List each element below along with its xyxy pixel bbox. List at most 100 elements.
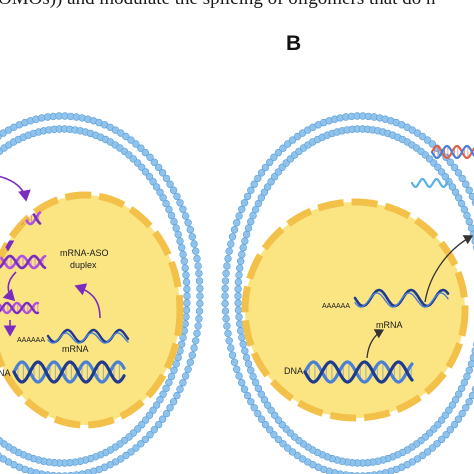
lipid-head — [437, 168, 446, 176]
lipid-head — [176, 199, 184, 207]
lipid-head — [72, 471, 80, 474]
lipid-head — [418, 451, 427, 460]
lipid-head — [141, 435, 150, 444]
helix-strand — [0, 254, 47, 270]
lipid-head — [261, 420, 270, 429]
lipid-head — [261, 163, 270, 172]
lipid-head — [266, 426, 274, 434]
lipid-head — [174, 230, 182, 239]
lipid-head — [192, 247, 200, 255]
arrow-icon — [366, 329, 385, 359]
lipid-head — [224, 329, 232, 338]
lipid-head — [221, 284, 229, 293]
lipid-head — [178, 340, 186, 348]
right-cell: AAAAAA mRNA DNA — [221, 112, 474, 474]
helix-strand — [303, 360, 414, 384]
lipid-head — [158, 169, 167, 177]
lipid-head — [244, 224, 253, 232]
lipid-head — [448, 401, 457, 409]
lipid-head — [221, 292, 229, 300]
lipid-head — [234, 278, 243, 286]
lipid-head — [194, 262, 202, 270]
lipid-head — [445, 406, 453, 414]
lipid-head — [270, 431, 278, 439]
left-polya-label: AAAAAA — [17, 337, 45, 344]
lipid-head — [222, 269, 230, 278]
lipid-head — [247, 366, 255, 374]
lipid-head — [469, 353, 474, 362]
right-polya-label: AAAAAA — [322, 303, 350, 310]
free-aso-duplex — [430, 144, 474, 160]
lipid-head — [257, 169, 266, 177]
lipid-head — [196, 299, 204, 308]
left-mrna-label: mRNA — [62, 344, 89, 354]
lipid-head — [450, 420, 459, 429]
lipid-head — [154, 420, 163, 429]
dna-double-helix — [303, 360, 414, 384]
lipid-head — [154, 163, 163, 172]
lipid-head — [146, 431, 154, 439]
lipid-head — [460, 378, 469, 387]
lipid-head — [254, 199, 263, 208]
free-aso-single — [410, 178, 450, 188]
lipid-head — [240, 199, 249, 207]
lipid-head — [122, 451, 130, 460]
helix-strand — [12, 360, 126, 384]
lipid-head — [254, 384, 263, 393]
lipid-head — [222, 314, 230, 323]
lipid-head — [235, 271, 243, 279]
lipid-head — [162, 174, 171, 183]
lipid-head — [465, 186, 473, 194]
lipid-head — [162, 199, 170, 208]
lipid-head — [293, 132, 302, 141]
lipid-head — [193, 254, 201, 263]
lipid-head — [243, 192, 252, 201]
lipid-head — [428, 444, 436, 452]
lipid-head — [237, 257, 245, 265]
lipid-head — [227, 344, 235, 352]
lipid-head — [257, 194, 265, 202]
lipid-head — [463, 211, 471, 220]
lipid-head — [228, 351, 237, 359]
dna-double-helix — [12, 360, 126, 384]
lipid-head — [376, 470, 384, 474]
lipid-head — [458, 174, 466, 183]
lipid-head — [221, 277, 230, 285]
lipid-head — [266, 158, 274, 166]
lipid-head — [196, 292, 204, 300]
helix-strand — [410, 178, 450, 188]
lipid-head — [44, 471, 52, 474]
lipid-head — [184, 219, 192, 227]
lipid-head — [457, 199, 466, 208]
lipid-head — [166, 404, 174, 412]
lipid-head — [156, 188, 164, 197]
lipid-head — [38, 470, 46, 474]
lipid-head — [0, 455, 7, 463]
lipid-head — [293, 451, 302, 460]
lipid-head — [462, 404, 470, 412]
lipid-head — [465, 398, 473, 406]
left-cell: mRNA-ASO duplex AAAAAA mRNA NA — [0, 112, 204, 474]
lipid-head — [451, 396, 460, 404]
lipid-head — [170, 218, 178, 226]
lipid-head — [0, 452, 2, 459]
lipid-head — [236, 264, 244, 272]
lipid-head — [250, 404, 258, 412]
lipid-head — [225, 247, 233, 255]
lipid-head — [260, 396, 269, 404]
lipid-head — [455, 390, 463, 398]
lipid-head — [288, 448, 297, 456]
helix-strand — [47, 332, 129, 344]
lipid-head — [235, 212, 243, 220]
lipid-head — [342, 471, 350, 474]
lipid-head — [132, 444, 140, 452]
lipid-head — [162, 409, 171, 418]
lipid-head — [274, 435, 283, 444]
lipid-head — [194, 322, 202, 330]
helix-strand — [430, 144, 474, 160]
right-cell-membrane — [221, 112, 474, 474]
lipid-head — [238, 250, 246, 259]
lipid-head — [179, 379, 187, 387]
lipid-head — [127, 448, 135, 456]
